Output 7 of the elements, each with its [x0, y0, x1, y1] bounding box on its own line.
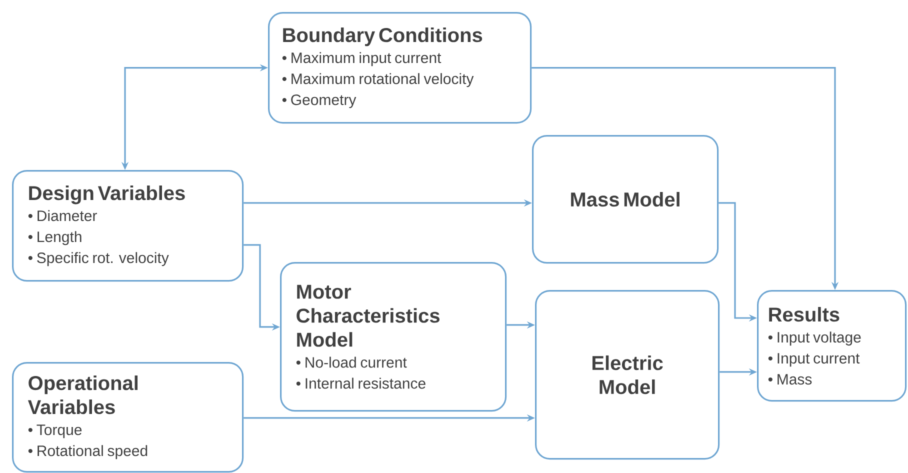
process-box: Mass Model: [532, 134, 719, 264]
process-box: Design Variables • Diameter • Length • Specific rot. velocity: [12, 170, 244, 282]
process-box: Operational Variables • Torque • Rotational speed: [12, 362, 244, 473]
process-box: Electric Model: [535, 290, 720, 460]
process-box: Boundary Conditions • Maximum input current • Maximum rotational velocity • Geometry: [268, 12, 532, 124]
process-box: Results • Input voltage • Input current • Mass: [757, 290, 907, 402]
process-box: Motor Characteristics Model • No-load current • Internal resistance: [280, 262, 507, 412]
